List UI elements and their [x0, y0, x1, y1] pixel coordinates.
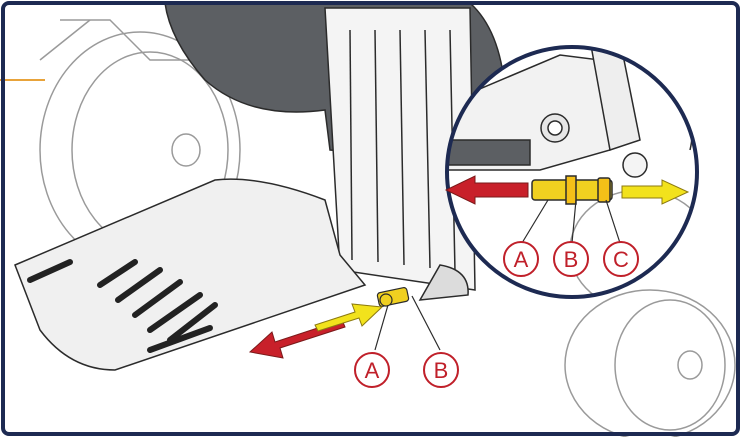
label-detail-c: C — [603, 241, 639, 277]
background-caster-wheel-right — [564, 289, 736, 437]
label-detail-a: A — [503, 241, 539, 277]
leader-detail-a — [521, 199, 549, 244]
leader-detail-b — [571, 199, 577, 244]
arrow-detail-in — [621, 179, 690, 205]
label-detail-b: B — [553, 241, 589, 277]
svg-text:C: C — [613, 247, 629, 272]
leader-main-b — [411, 295, 441, 351]
pin-a-main — [376, 286, 410, 308]
arrow-main-in — [314, 303, 384, 332]
footplate — [14, 178, 367, 371]
detail-magnifier — [445, 45, 699, 299]
leader-main-a — [374, 304, 389, 351]
label-main-b: B — [423, 352, 459, 388]
footrest-bracket — [324, 7, 476, 301]
svg-text:A: A — [365, 358, 380, 383]
leader-detail-c — [605, 199, 621, 244]
svg-text:B: B — [564, 247, 579, 272]
label-main-a: A — [354, 352, 390, 388]
arrow-detail-out — [444, 175, 529, 205]
svg-text:B: B — [434, 358, 449, 383]
svg-text:A: A — [514, 247, 529, 272]
